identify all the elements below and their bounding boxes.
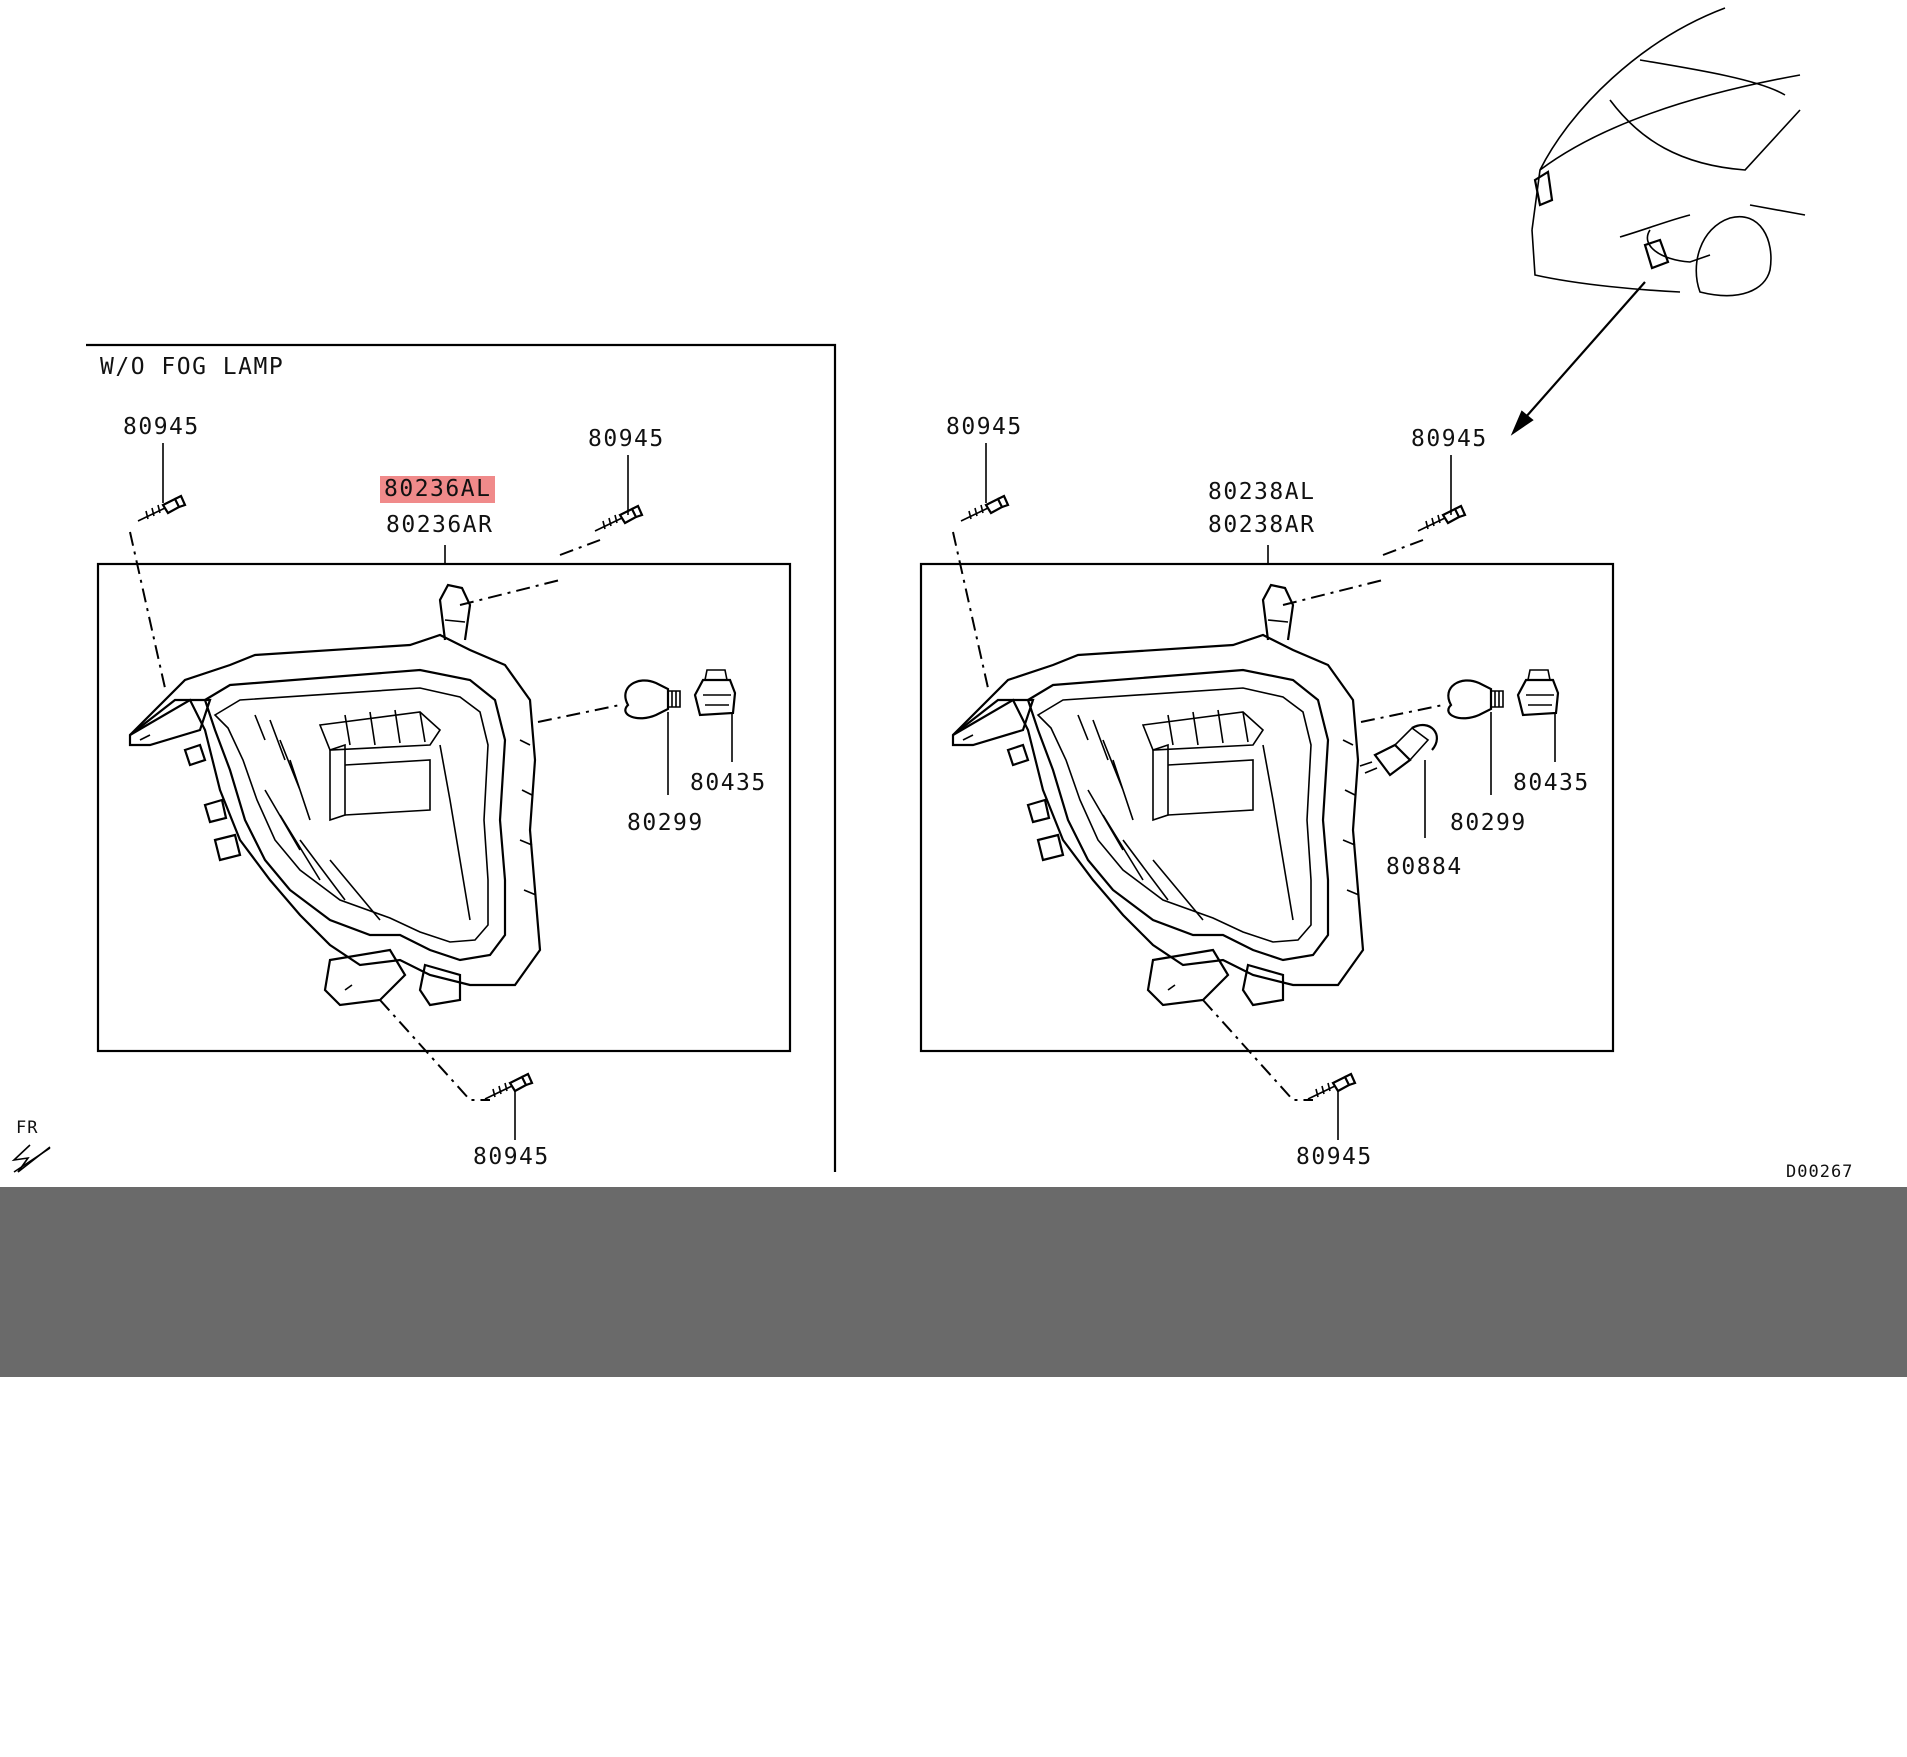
left-panel-border	[86, 343, 837, 1172]
socket-icon	[693, 668, 737, 717]
bolt-icon	[136, 494, 187, 523]
part-label-bolt[interactable]: 80945	[1411, 426, 1488, 452]
part-label-lamp-left[interactable]: 80238AL	[1208, 479, 1316, 505]
left-panel-drawing	[86, 343, 837, 1172]
socket-icon	[1516, 668, 1560, 717]
panel-heading: W/O FOG LAMP	[100, 354, 285, 380]
diagram-stage: W/O FOG LAMP 80945 80945 80236AL 80236AR…	[0, 7, 1907, 1517]
part-label-lamp-left-highlighted[interactable]: 80236AL	[380, 476, 496, 503]
bolt-icon	[483, 1072, 534, 1101]
drawing-code: D00267	[1786, 1162, 1854, 1182]
right-lamp-drawing	[951, 583, 1365, 1007]
part-label-socket[interactable]: 80435	[1513, 770, 1590, 796]
parts-diagram	[11, 7, 1806, 1173]
right-assembly-frame	[919, 562, 1615, 1053]
footer-part-numbers: MITSUBISHI - 8315A033 N - 80236AL	[235, 1427, 1771, 1517]
bolt-icon	[593, 504, 644, 533]
footer-banner: MITSUBISHI - 8315A033 N - 80236AL	[0, 1187, 1907, 1517]
left-lamp-drawing	[128, 583, 542, 1007]
part-label-bolt[interactable]: 80945	[123, 414, 200, 440]
bolt-icon	[1306, 1072, 1357, 1101]
front-marker-label: FR	[16, 1118, 39, 1138]
part-label-socket[interactable]: 80435	[690, 770, 767, 796]
vehicle-location-illustration	[1510, 7, 1806, 436]
bulb-icon	[1447, 679, 1505, 720]
part-label-bolt[interactable]: 80945	[588, 426, 665, 452]
part-label-bulb[interactable]: 80299	[1450, 810, 1527, 836]
left-assembly-frame	[96, 562, 792, 1053]
bolt-icon	[1416, 504, 1467, 533]
part-label-lamp-right[interactable]: 80236AR	[386, 512, 494, 538]
bolt-icon	[959, 494, 1010, 523]
part-label-bolt[interactable]: 80945	[946, 414, 1023, 440]
right-panel-drawing	[919, 443, 1615, 1140]
fog-bulb-icon	[1359, 724, 1438, 777]
part-label-bulb[interactable]: 80299	[627, 810, 704, 836]
part-label-fog-bulb[interactable]: 80884	[1386, 854, 1463, 880]
bulb-icon	[624, 679, 682, 720]
part-label-bolt[interactable]: 80945	[473, 1144, 550, 1170]
part-label-bolt[interactable]: 80945	[1296, 1144, 1373, 1170]
front-direction-arrow-icon	[11, 1144, 51, 1173]
part-label-lamp-right[interactable]: 80238AR	[1208, 512, 1316, 538]
